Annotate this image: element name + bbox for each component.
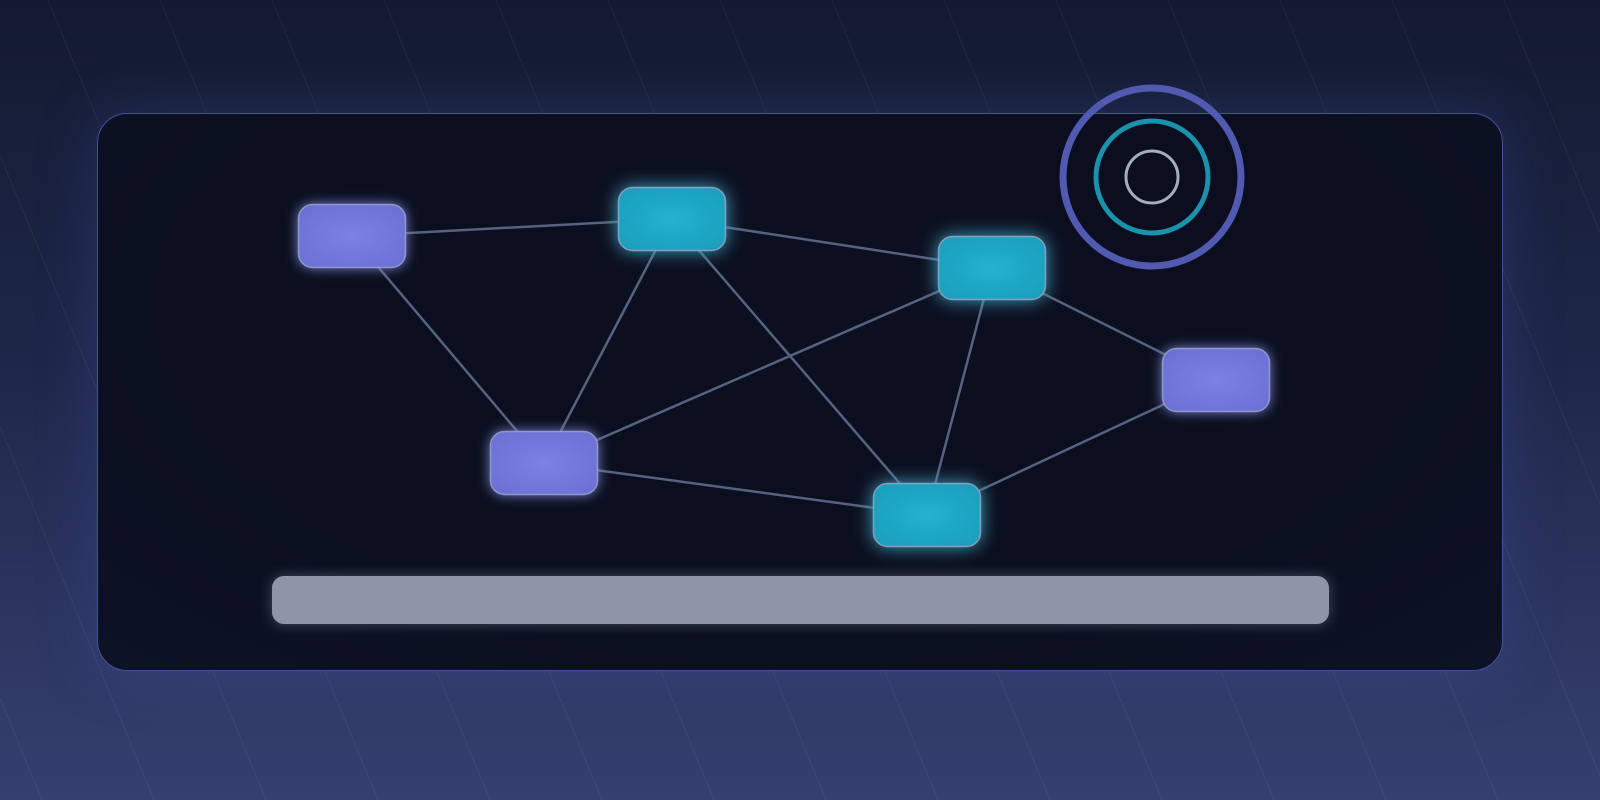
node-n5[interactable] [489, 430, 599, 496]
node-n1[interactable] [297, 203, 407, 269]
node-n4[interactable] [1161, 347, 1271, 413]
target-icon [1059, 84, 1245, 270]
edge-n3-n5 [543, 266, 993, 465]
edge-n2-n5 [542, 218, 674, 464]
node-layer [297, 186, 1271, 548]
caption-bar [272, 576, 1329, 624]
edge-layer [351, 217, 1217, 517]
node-n2[interactable] [617, 186, 727, 252]
edge-n5-n6 [543, 461, 928, 517]
node-n3[interactable] [937, 235, 1047, 301]
edge-n3-n6 [925, 267, 994, 516]
edge-n2-n6 [671, 218, 928, 516]
node-n6[interactable] [872, 482, 982, 548]
target-outer-ring [1059, 84, 1245, 270]
edge-n1-n5 [351, 235, 545, 464]
target-middle-ring [1093, 118, 1211, 236]
target-inner-ring [1124, 149, 1180, 205]
